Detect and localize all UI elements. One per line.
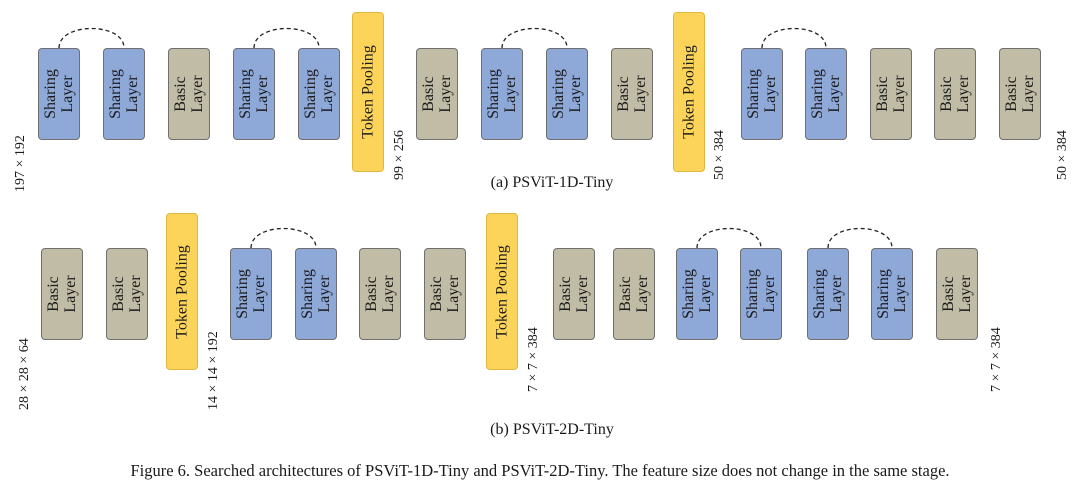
feature-size-label: 7 × 7 × 384 (989, 327, 1004, 392)
basic-layer-label: Basic (428, 276, 445, 312)
basic-layer-label: Layer (127, 275, 144, 313)
sharing-layer-label: Layer (251, 275, 268, 313)
basic-layer-label: Basic (557, 276, 574, 312)
sharing-layer-label: Sharing (234, 269, 251, 319)
figure-caption: Figure 6. Searched architectures of PSVi… (130, 461, 950, 480)
sharing-layer-label: Sharing (875, 269, 892, 319)
basic-layer-label: Basic (617, 276, 634, 312)
token-pooling-block: Token Pooling (486, 213, 518, 370)
basic-layer-label: Layer (380, 275, 397, 313)
diagram-b-caption: (b) PSViT-2D-Tiny (490, 421, 614, 438)
feature-size-label: 7 × 7 × 384 (526, 327, 541, 392)
sharing-layer-label: Sharing (680, 269, 697, 319)
basic-layer-label: Layer (445, 275, 462, 313)
feature-size-label: 14 × 14 × 192 (206, 331, 221, 410)
feature-size-label: 28 × 28 × 64 (17, 338, 32, 410)
basic-layer-label: Basic (363, 276, 380, 312)
basic-layer-label: Layer (574, 275, 591, 313)
basic-layer-label: Layer (634, 275, 651, 313)
token-pooling-block: Token Pooling (673, 12, 705, 172)
basic-layer-label: Basic (45, 276, 62, 312)
basic-layer-label: Basic (110, 276, 127, 312)
token-pooling-label: Token Pooling (493, 244, 511, 339)
sharing-layer-label: Layer (761, 275, 778, 313)
sharing-layer-label: Layer (828, 275, 845, 313)
token-pooling-label: Token Pooling (173, 244, 191, 339)
diagram-a-caption: (a) PSViT-1D-Tiny (490, 174, 614, 191)
sharing-layer-label: Layer (892, 275, 909, 313)
basic-layer-label: Layer (62, 275, 79, 313)
basic-layer-label: Basic (940, 276, 957, 312)
sharing-layer-label: Sharing (811, 269, 828, 319)
token-pooling-block: Token Pooling (352, 12, 384, 172)
sharing-layer-label: Layer (697, 275, 714, 313)
sharing-layer-label: Layer (316, 275, 333, 313)
sharing-layer-label: Sharing (744, 269, 761, 319)
sharing-layer-label: Sharing (299, 269, 316, 319)
basic-layer-label: Layer (957, 275, 974, 313)
token-pooling-block: Token Pooling (166, 213, 198, 370)
